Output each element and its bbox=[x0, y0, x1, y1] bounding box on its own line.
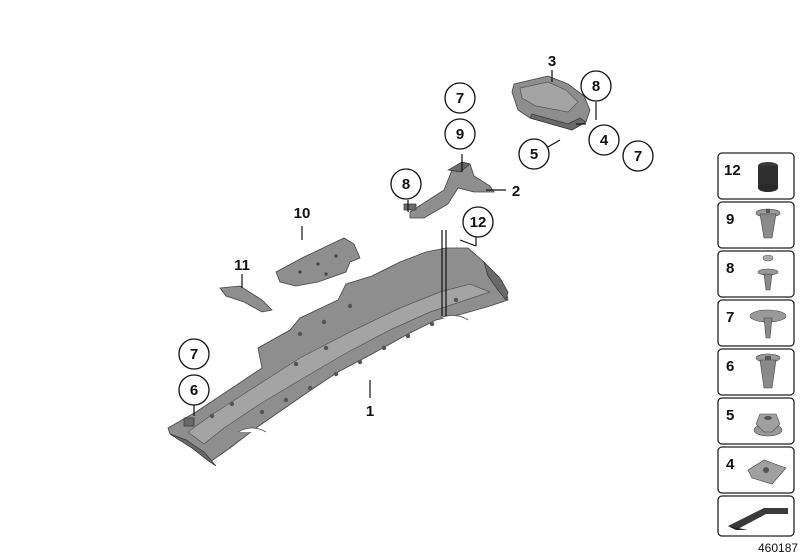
legend-item-4-label: 4 bbox=[726, 456, 735, 473]
callout-10: 10 bbox=[294, 205, 311, 222]
callout-7-right-label: 7 bbox=[634, 148, 642, 165]
callout-11: 11 bbox=[234, 257, 250, 274]
bump-stop-icon bbox=[758, 162, 778, 192]
legend-item-5-label: 5 bbox=[726, 407, 734, 424]
callout-12-label: 12 bbox=[470, 214, 487, 231]
legend-item-6-label: 6 bbox=[726, 358, 734, 375]
rivet-part-8[interactable] bbox=[403, 203, 417, 211]
callout-7-right: 7 bbox=[622, 140, 654, 172]
tray-part[interactable] bbox=[511, 75, 591, 131]
legend-item-9-label: 9 bbox=[726, 211, 734, 228]
callout-2-label: 2 bbox=[512, 183, 520, 200]
legend-item-6[interactable]: 6 bbox=[717, 348, 795, 396]
callout-1: 1 bbox=[366, 403, 374, 420]
callout-11-label: 11 bbox=[234, 257, 250, 274]
legend-item-12-label: 12 bbox=[724, 162, 741, 179]
clip-part-6[interactable] bbox=[183, 417, 195, 427]
callout-6-label: 6 bbox=[190, 382, 198, 399]
callout-8-mid-label: 8 bbox=[402, 176, 410, 193]
callout-7-left-label: 7 bbox=[190, 346, 198, 363]
callout-10-label: 10 bbox=[294, 205, 311, 222]
expanding-nut-icon bbox=[755, 353, 781, 389]
hex-nut-icon bbox=[753, 413, 783, 437]
callout-3: 3 bbox=[548, 53, 556, 70]
direction-arrow-icon bbox=[728, 508, 788, 530]
document-number: 460187 bbox=[758, 541, 798, 555]
legend-item-7[interactable]: 7 bbox=[717, 299, 795, 347]
legend-item-4[interactable]: 4 bbox=[717, 446, 795, 494]
shield-plate[interactable] bbox=[275, 237, 361, 287]
callout-12: 12 bbox=[462, 206, 494, 238]
push-rivet-icon bbox=[757, 254, 779, 291]
callout-5-label: 5 bbox=[530, 146, 538, 163]
legend-item-9[interactable]: 9 bbox=[717, 201, 795, 249]
callout-8-mid: 8 bbox=[390, 168, 422, 200]
legend-item-8-label: 8 bbox=[726, 260, 734, 277]
callout-1-label: 1 bbox=[366, 403, 374, 420]
callout-8-top: 8 bbox=[580, 70, 612, 102]
direction-arrow-box bbox=[717, 495, 795, 537]
callout-6: 6 bbox=[178, 374, 210, 406]
callout-2: 2 bbox=[512, 183, 520, 200]
callout-7-top-label: 7 bbox=[456, 90, 464, 107]
legend-item-8[interactable]: 8 bbox=[717, 250, 795, 298]
strip-part[interactable] bbox=[219, 285, 273, 313]
callout-7-left: 7 bbox=[178, 338, 210, 370]
parts-legend: 12 9 8 bbox=[717, 152, 795, 537]
callout-4-label: 4 bbox=[600, 132, 609, 149]
callout-9-label: 9 bbox=[456, 126, 464, 143]
underbody-panel[interactable] bbox=[167, 247, 509, 467]
legend-item-7-label: 7 bbox=[726, 309, 734, 326]
body-clip-icon bbox=[749, 309, 787, 339]
legend-item-5[interactable]: 5 bbox=[717, 397, 795, 445]
callout-7-top: 7 bbox=[444, 82, 476, 114]
callout-4: 4 bbox=[588, 124, 620, 156]
legend-item-12[interactable]: 12 bbox=[717, 152, 795, 200]
callout-8-top-label: 8 bbox=[592, 78, 600, 95]
expanding-rivet-icon bbox=[755, 208, 781, 239]
spring-nut-icon bbox=[747, 459, 787, 485]
callout-5: 5 bbox=[518, 138, 550, 170]
callout-9: 9 bbox=[444, 118, 476, 150]
bracket-part[interactable] bbox=[409, 161, 495, 219]
leader-lines bbox=[193, 70, 597, 416]
callout-3-label: 3 bbox=[548, 53, 556, 70]
